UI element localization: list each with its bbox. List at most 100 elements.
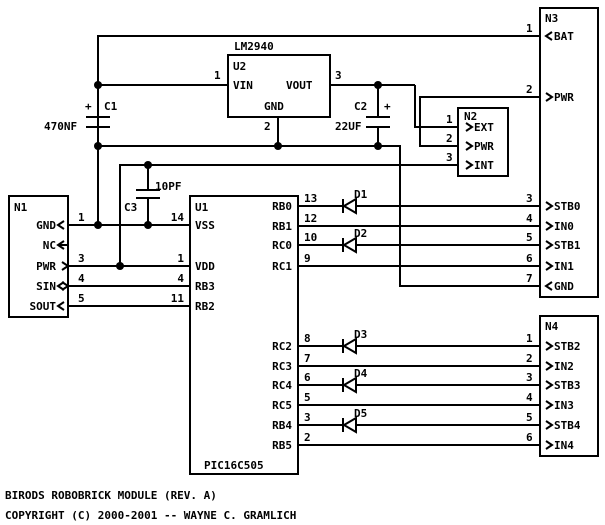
u1-pin-number: 5 xyxy=(304,391,311,404)
c1-plus: + xyxy=(85,100,92,113)
n4-pin-label: STB2 xyxy=(554,340,581,353)
wire-gnd-bus xyxy=(98,145,540,287)
n4-pin-number: 4 xyxy=(526,391,533,404)
wire-ext xyxy=(414,85,458,128)
u2-vin-label: VIN xyxy=(233,79,253,92)
junction-dot xyxy=(374,142,382,150)
c2-plus: + xyxy=(384,100,391,113)
n3-pin-number: 5 xyxy=(526,231,533,244)
n1-pin-label: SOUT xyxy=(30,300,57,313)
pin-arrow xyxy=(545,380,554,390)
n3-pin-label: STB0 xyxy=(554,200,581,213)
u2-pin-vout: 3 xyxy=(335,69,342,82)
n3-pin-label: GND xyxy=(554,280,574,293)
pin-arrow xyxy=(56,240,65,250)
u1-ref: U1 xyxy=(195,201,209,214)
pin-arrow xyxy=(544,281,553,291)
n3-pin-label: PWR xyxy=(554,91,574,104)
u1-pin-number: 3 xyxy=(304,411,311,424)
u1-pin-label: VDD xyxy=(195,260,215,273)
n1-pin-label: NC xyxy=(43,239,56,252)
u2-vout-label: VOUT xyxy=(286,79,313,92)
n4-pin-label: IN3 xyxy=(554,399,574,412)
junctions xyxy=(94,81,382,270)
u1-pin-label: RC1 xyxy=(272,260,292,273)
u1-pin-number: 11 xyxy=(171,292,185,305)
n1-pin-number: 4 xyxy=(78,272,85,285)
n3-pin-label: BAT xyxy=(554,30,574,43)
u1-pin-label: VSS xyxy=(195,219,215,232)
n2-pin-number: 2 xyxy=(446,132,453,145)
n1-ref: N1 xyxy=(14,201,28,214)
junction-dot xyxy=(374,81,382,89)
n4-pin-number: 2 xyxy=(526,352,533,365)
pin-arrow xyxy=(56,281,65,291)
c2-ref: C2 xyxy=(354,100,367,113)
junction-dot xyxy=(94,221,102,229)
pin-arrow xyxy=(545,420,554,430)
junction-dot xyxy=(116,262,124,270)
pin-arrow xyxy=(465,160,474,170)
wire-int xyxy=(119,164,458,266)
u1-pin-number: 9 xyxy=(304,252,311,265)
n2-pin-number: 3 xyxy=(446,151,453,164)
junction-dot xyxy=(94,142,102,150)
pin-arrow xyxy=(544,31,553,41)
u2-pin-vin: 1 xyxy=(214,69,221,82)
diode-ref: D1 xyxy=(354,188,368,201)
u1-pin-number: 6 xyxy=(304,371,311,384)
n3-pin-number: 4 xyxy=(526,212,533,225)
wire-bat xyxy=(97,35,540,165)
u1-pin-number: 8 xyxy=(304,332,311,345)
u1-pin-number: 13 xyxy=(304,192,317,205)
pin-arrow xyxy=(545,361,554,371)
n4-pin-label: IN2 xyxy=(554,360,574,373)
capacitor-c1: + C1 470NF xyxy=(44,100,118,133)
n4-pin-number: 6 xyxy=(526,431,533,444)
c2-value: 22UF xyxy=(335,120,362,133)
u2-gnd-label: GND xyxy=(264,100,284,113)
n1-pin-number: 3 xyxy=(78,252,85,265)
n3-ref: N3 xyxy=(545,12,558,25)
u1-pin-number: 4 xyxy=(177,272,184,285)
n2-pin-number: 1 xyxy=(446,113,453,126)
diode-ref: D3 xyxy=(354,328,367,341)
n4-pin-label: STB4 xyxy=(554,419,581,432)
n1-pin-label: GND xyxy=(36,219,56,232)
pin-arrow xyxy=(545,221,554,231)
c1-ref: C1 xyxy=(104,100,118,113)
u1-pin-label: RC5 xyxy=(272,399,292,412)
diode-ref: D4 xyxy=(354,367,368,380)
u1-pin-number: 7 xyxy=(304,352,311,365)
u1-pin-number: 1 xyxy=(177,252,184,265)
n3-pin-number: 6 xyxy=(526,252,533,265)
diode-d5: D5 xyxy=(342,407,367,434)
pin-arrow xyxy=(465,122,474,132)
n2-pin-label: PWR xyxy=(474,140,494,153)
c1-value: 470NF xyxy=(44,120,77,133)
n3-pin-number: 1 xyxy=(526,22,533,35)
u2-ref: U2 xyxy=(233,60,246,73)
n2-ref: N2 xyxy=(464,110,477,123)
u1-pin-label: RB2 xyxy=(195,300,215,313)
pin-arrow xyxy=(61,281,70,291)
wiring xyxy=(58,35,540,446)
u1-pin-label: RB4 xyxy=(272,419,292,432)
pin-arrow xyxy=(61,261,70,271)
u1-name: PIC16C505 xyxy=(204,459,264,472)
pin-arrow xyxy=(545,240,554,250)
u1-pin-label: RC4 xyxy=(272,379,292,392)
wire-n3-pwr xyxy=(419,96,540,147)
n3-pin-number: 7 xyxy=(526,272,533,285)
pin-arrow xyxy=(545,261,554,271)
u1-pin-label: RB0 xyxy=(272,200,292,213)
n3-pin-label: IN1 xyxy=(554,260,574,273)
u1-pin-label: RB5 xyxy=(272,439,292,452)
u1-pin-number: 12 xyxy=(304,212,317,225)
diode-d4: D4 xyxy=(342,367,368,394)
